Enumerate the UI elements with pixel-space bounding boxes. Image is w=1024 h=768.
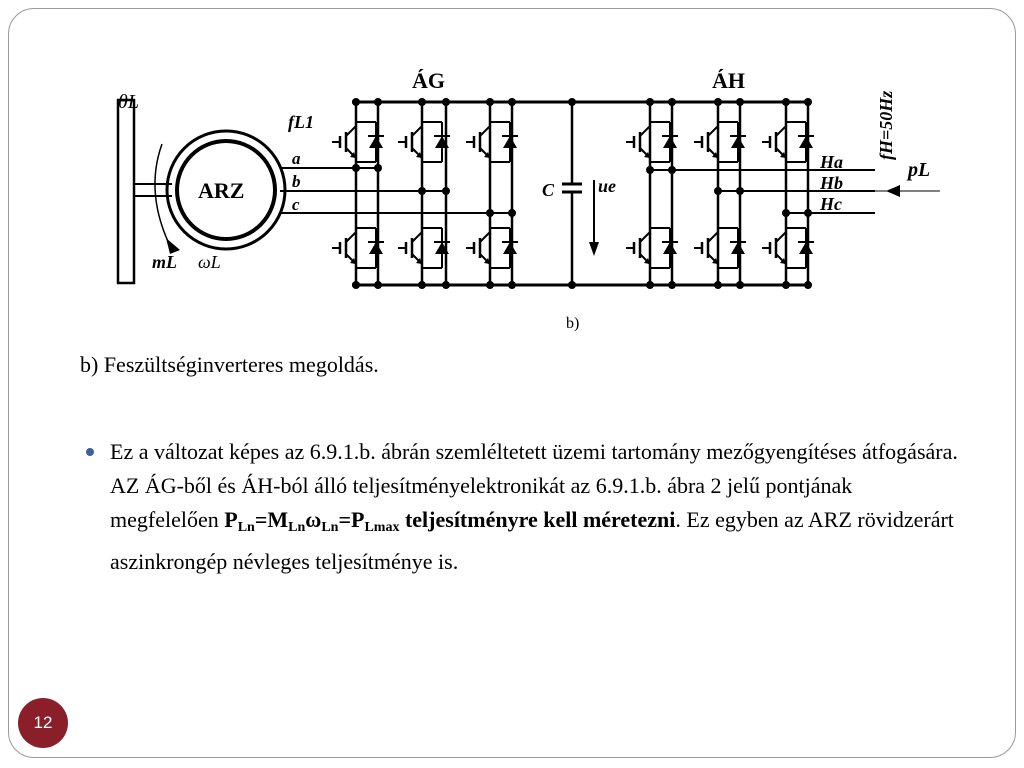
bold-tail: teljesítményre kell méretezni: [404, 507, 676, 532]
page-number-badge: 12: [18, 698, 68, 748]
bullet-item: Ez a változat képes az 6.9.1.b. ábrán sz…: [86, 435, 966, 579]
phase-a-label: a: [292, 149, 301, 168]
power-formula: PLn=MLnωLn=PLmax: [224, 507, 400, 535]
phase-b-label: b: [292, 172, 301, 191]
slide-subtitle: b) Feszültséginverteres megoldás.: [80, 352, 379, 377]
f-l1-label: fL1: [288, 112, 314, 132]
bullet-text-part1: Ez a változat képes az 6.9.1.b. ábrán sz…: [110, 439, 958, 532]
ha-label: Ha: [819, 152, 843, 172]
capacitor-label: C: [542, 180, 555, 200]
voltage-label: ue: [598, 176, 616, 196]
bullet-text-part2: . Ez egyben az ARZ rövidzerárt aszinkron…: [110, 507, 954, 574]
omega-l-label: ωL: [198, 252, 221, 272]
bullet-dot-icon: [86, 448, 94, 456]
motor-label: ARZ: [198, 178, 244, 203]
fh-label: fH=50Hz: [876, 91, 896, 160]
ag-label: ÁG: [412, 68, 445, 93]
theta-l-label: θL: [118, 91, 139, 113]
ah-label: ÁH: [712, 68, 745, 93]
p-l-label: pL: [906, 159, 930, 181]
diagram-caption: b): [566, 315, 579, 332]
phase-c-label: c: [292, 195, 300, 214]
bullet-text: Ez a változat képes az 6.9.1.b. ábrán sz…: [110, 435, 966, 579]
inverter-circuit-diagram: θL fL1 a b c ARZ mL ωL ÁG ÁH C ue fH=50H…: [116, 68, 940, 332]
hb-label: Hb: [819, 173, 843, 193]
m-l-label: mL: [152, 252, 177, 272]
hc-label: Hc: [819, 194, 842, 214]
